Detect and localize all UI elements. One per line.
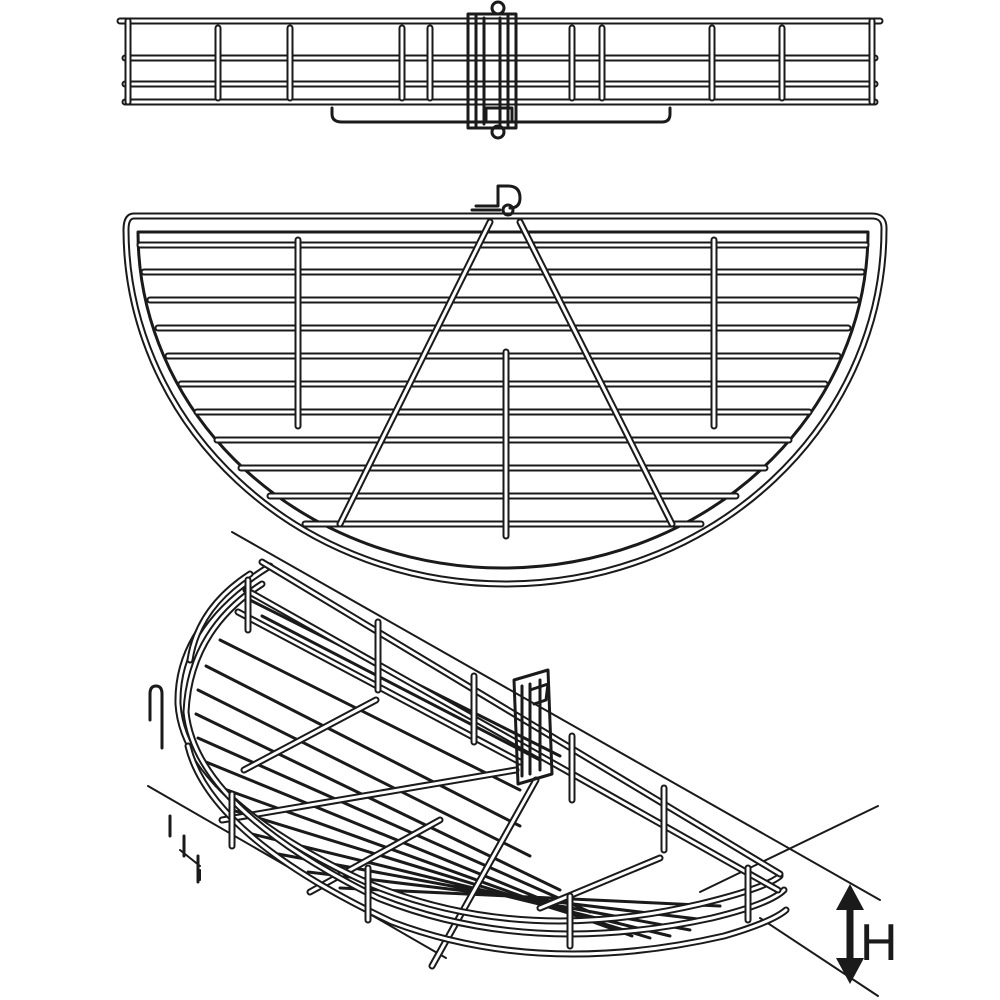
iso-left-dashes: [168, 814, 200, 884]
top-view-hinge-bracket: [470, 184, 522, 217]
top-view-support-bars: [294, 236, 718, 540]
iso-back-rails: [234, 558, 784, 894]
iso-mount-pin: [148, 684, 164, 750]
front-view-posts: [214, 24, 786, 102]
height-dimension: H: [836, 884, 898, 984]
height-label: H: [860, 914, 898, 972]
top-view-outer-rim: [122, 212, 888, 588]
top-view-triangle-frame: [336, 218, 676, 528]
iso-floor-wires: [194, 598, 722, 940]
iso-posts: [228, 576, 752, 950]
top-view: [122, 184, 888, 588]
isometric-view: H: [147, 531, 898, 997]
front-view-hinge-bracket: [466, 0, 518, 140]
iso-hinge-bracket: [512, 668, 554, 786]
front-view: [116, 0, 884, 140]
iso-floor-diagonals: [218, 696, 664, 970]
dimension-arrow-down: [836, 958, 864, 984]
dimension-arrow-up: [836, 884, 864, 910]
